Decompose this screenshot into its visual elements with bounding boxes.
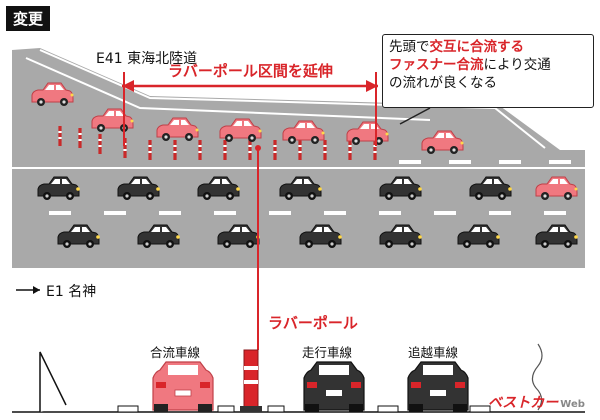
rubber-pole-label: ラバーポール: [268, 314, 358, 332]
callout-text: により交通: [483, 57, 551, 73]
e1-direction-arrow: [16, 286, 40, 294]
zipper-merge-callout: 先頭で交互に合流する ファスナー合流により交通 の流れが良くなる: [382, 34, 594, 108]
travel-lane-label: 走行車線: [302, 345, 353, 360]
callout-text: 先頭: [389, 39, 416, 55]
section-car-travel: [303, 361, 365, 412]
watermark-web: Web: [560, 399, 585, 410]
callout-text-highlight: ファスナー合流: [389, 57, 484, 73]
e41-road-label: E41 東海北陸道: [96, 51, 198, 67]
e1-road-label: E1 名神: [46, 284, 97, 300]
callout-line-2: ファスナー合流により交通: [389, 56, 587, 74]
rubber-pole-span-label: ラバーポール区間を延伸: [168, 62, 333, 80]
section-rubber-pole: [240, 349, 262, 412]
watermark-brand: ベストカー: [488, 395, 559, 411]
ramp-edge-line: [25, 57, 431, 121]
section-car-merge: [152, 361, 214, 412]
passing-lane-label: 追越車線: [408, 345, 459, 360]
section-car-passing: [407, 361, 469, 412]
callout-pointer: [399, 107, 431, 125]
callout-line-3: の流れが良くなる: [389, 74, 587, 92]
callout-text: で: [416, 39, 430, 55]
callout-text-highlight: 交互に合流する: [429, 39, 525, 55]
callout-line-1: 先頭で交互に合流する: [389, 38, 587, 56]
callout-text: の流れが良くなる: [389, 75, 497, 91]
change-badge: 変更: [6, 6, 51, 31]
road-top-edge-line: [39, 49, 546, 149]
merge-lane-label: 合流車線: [150, 345, 201, 360]
cross-section: [12, 343, 585, 413]
span-arrow: [122, 72, 378, 146]
pole-leader-line: [255, 145, 261, 350]
